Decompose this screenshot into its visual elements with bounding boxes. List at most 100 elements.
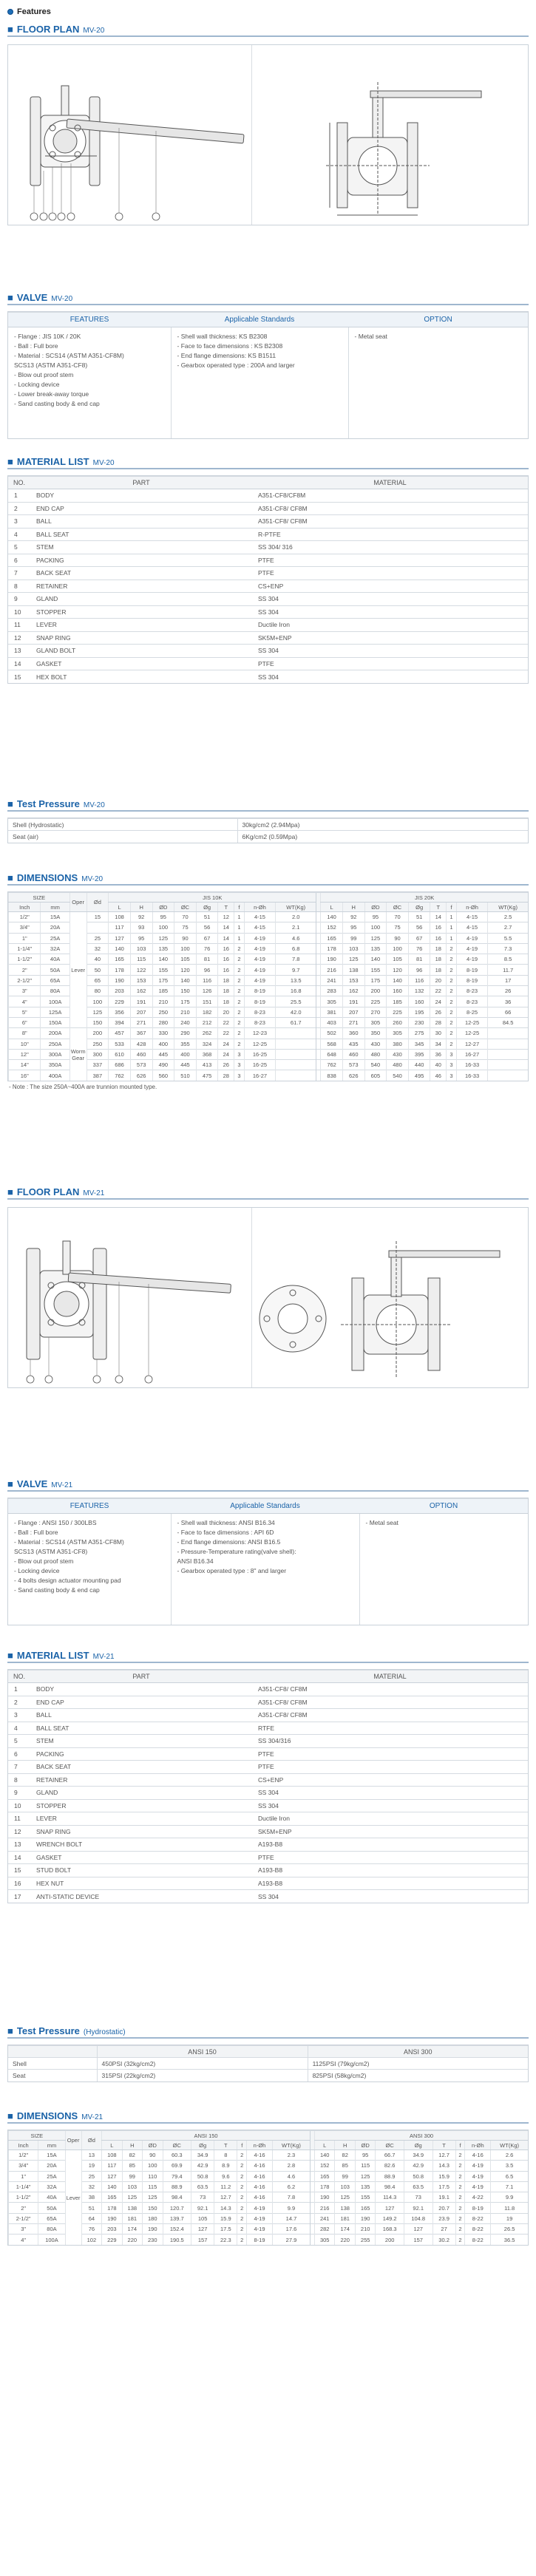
table-cell: 4.6 xyxy=(271,2170,311,2182)
options-list: - Metal seat xyxy=(355,332,523,341)
table-cell: 8-19 xyxy=(464,2202,491,2214)
table-cell: 368 xyxy=(195,1048,218,1060)
table-cell: 4-16 xyxy=(246,2149,273,2161)
table-cell: 126 xyxy=(195,985,218,996)
table-cell: 96 xyxy=(195,964,218,976)
table-cell: 190 xyxy=(320,954,343,965)
list-item: - Flange : ANSI 150 / 300LBS xyxy=(14,1519,97,1526)
table-cell: SS 304 xyxy=(252,605,528,619)
table-cell: 250A xyxy=(40,1038,70,1050)
list-item: - Ball : Full bore xyxy=(14,342,58,350)
table-cell: 475 xyxy=(195,1070,218,1081)
table-cell: 8.9 xyxy=(214,2160,237,2172)
table-cell: 8-25 xyxy=(455,1006,488,1018)
table-cell: 82 xyxy=(334,2149,356,2161)
table-cell: PTFE xyxy=(252,566,528,580)
table-cell: 14.3 xyxy=(214,2202,237,2214)
table-cell: PTFE xyxy=(252,553,528,567)
table-cell: 103 xyxy=(121,2181,143,2192)
table-cell xyxy=(316,1048,321,1060)
table-cell: 3" xyxy=(7,2223,38,2235)
table-cell xyxy=(487,1027,528,1039)
table-cell: 100 xyxy=(386,942,409,954)
table-cell: 2 xyxy=(455,2181,465,2192)
table-cell: 2.6 xyxy=(490,2149,528,2161)
table-cell: 40 xyxy=(86,954,109,965)
table-cell: 65A xyxy=(40,974,70,986)
table-cell: 108 xyxy=(101,2149,123,2161)
table-cell: 1 xyxy=(446,911,457,922)
table-cell: 2.1 xyxy=(275,922,316,934)
table-cell: 19 xyxy=(81,2160,102,2172)
table-cell: 9.7 xyxy=(275,964,316,976)
table-cell: 573 xyxy=(129,1059,152,1070)
table-cell: BALL xyxy=(30,514,252,528)
table-cell: A193-B8 xyxy=(252,1876,528,1890)
column-header: H xyxy=(129,902,152,912)
table-cell: 2 xyxy=(455,2202,465,2214)
table-cell xyxy=(310,2181,315,2192)
table-cell: 185 xyxy=(152,985,174,996)
table-cell: R-PTFE xyxy=(252,527,528,541)
table-cell: 3 xyxy=(234,1048,245,1060)
table-cell: 3.5 xyxy=(490,2160,528,2172)
table-cell: 13 xyxy=(81,2149,102,2161)
table-cell: 380 xyxy=(386,1038,409,1050)
table-cell: 12 xyxy=(8,631,30,645)
column-header: ANSI 300 xyxy=(314,2130,528,2141)
table-cell: 40A xyxy=(40,954,70,965)
table-cell: 4-15 xyxy=(243,922,276,934)
table-cell: 100A xyxy=(38,2234,66,2246)
bullet-icon xyxy=(7,9,13,15)
table-cell: 2 xyxy=(446,1006,457,1018)
table-cell: SS 304 xyxy=(252,1786,528,1799)
table-cell: 395 xyxy=(407,1048,430,1060)
table-cell: 17 xyxy=(8,1889,30,1903)
table-cell: 4-19 xyxy=(243,964,276,976)
column-header: H xyxy=(334,2140,356,2150)
table-cell: 98.4 xyxy=(375,2181,404,2192)
table-cell: 12 xyxy=(8,1824,30,1838)
table-cell: 8-23 xyxy=(243,1006,276,1018)
table-cell: 98.4 xyxy=(162,2192,191,2203)
column-header: T xyxy=(214,2140,237,2150)
table-cell: 67 xyxy=(407,932,430,944)
table-cell: 4-19 xyxy=(455,932,488,944)
table-cell: 115 xyxy=(142,2181,163,2192)
table-cell: 4" xyxy=(7,996,41,1007)
table-cell: 203 xyxy=(101,2223,123,2235)
table-cell: 32A xyxy=(38,2181,66,2192)
column-header: f xyxy=(234,902,245,912)
table-cell: 3 xyxy=(8,1708,30,1722)
table-cell: 216 xyxy=(320,964,343,976)
table-cell: 8-22 xyxy=(464,2223,491,2235)
table-cell: 140 xyxy=(101,2181,123,2192)
table-cell: 4 xyxy=(8,1721,30,1735)
table-cell: 605 xyxy=(364,1070,387,1081)
table-cell: 81 xyxy=(407,954,430,965)
table-cell: 27.9 xyxy=(271,2234,311,2246)
table-cell: 255 xyxy=(354,2234,376,2246)
table-cell: 90 xyxy=(142,2149,163,2161)
table-cell: 2 xyxy=(237,2223,247,2235)
column-header: ØC xyxy=(375,2140,404,2150)
table-cell: 18 xyxy=(217,974,234,986)
table-cell xyxy=(310,2149,315,2161)
table-cell: 8" xyxy=(7,1027,41,1039)
table-cell: 1 xyxy=(8,489,30,502)
table-cell: 105 xyxy=(386,954,409,965)
table-cell: 92 xyxy=(342,911,365,922)
table-cell: 70 xyxy=(174,911,197,922)
table-cell xyxy=(310,2170,315,2182)
